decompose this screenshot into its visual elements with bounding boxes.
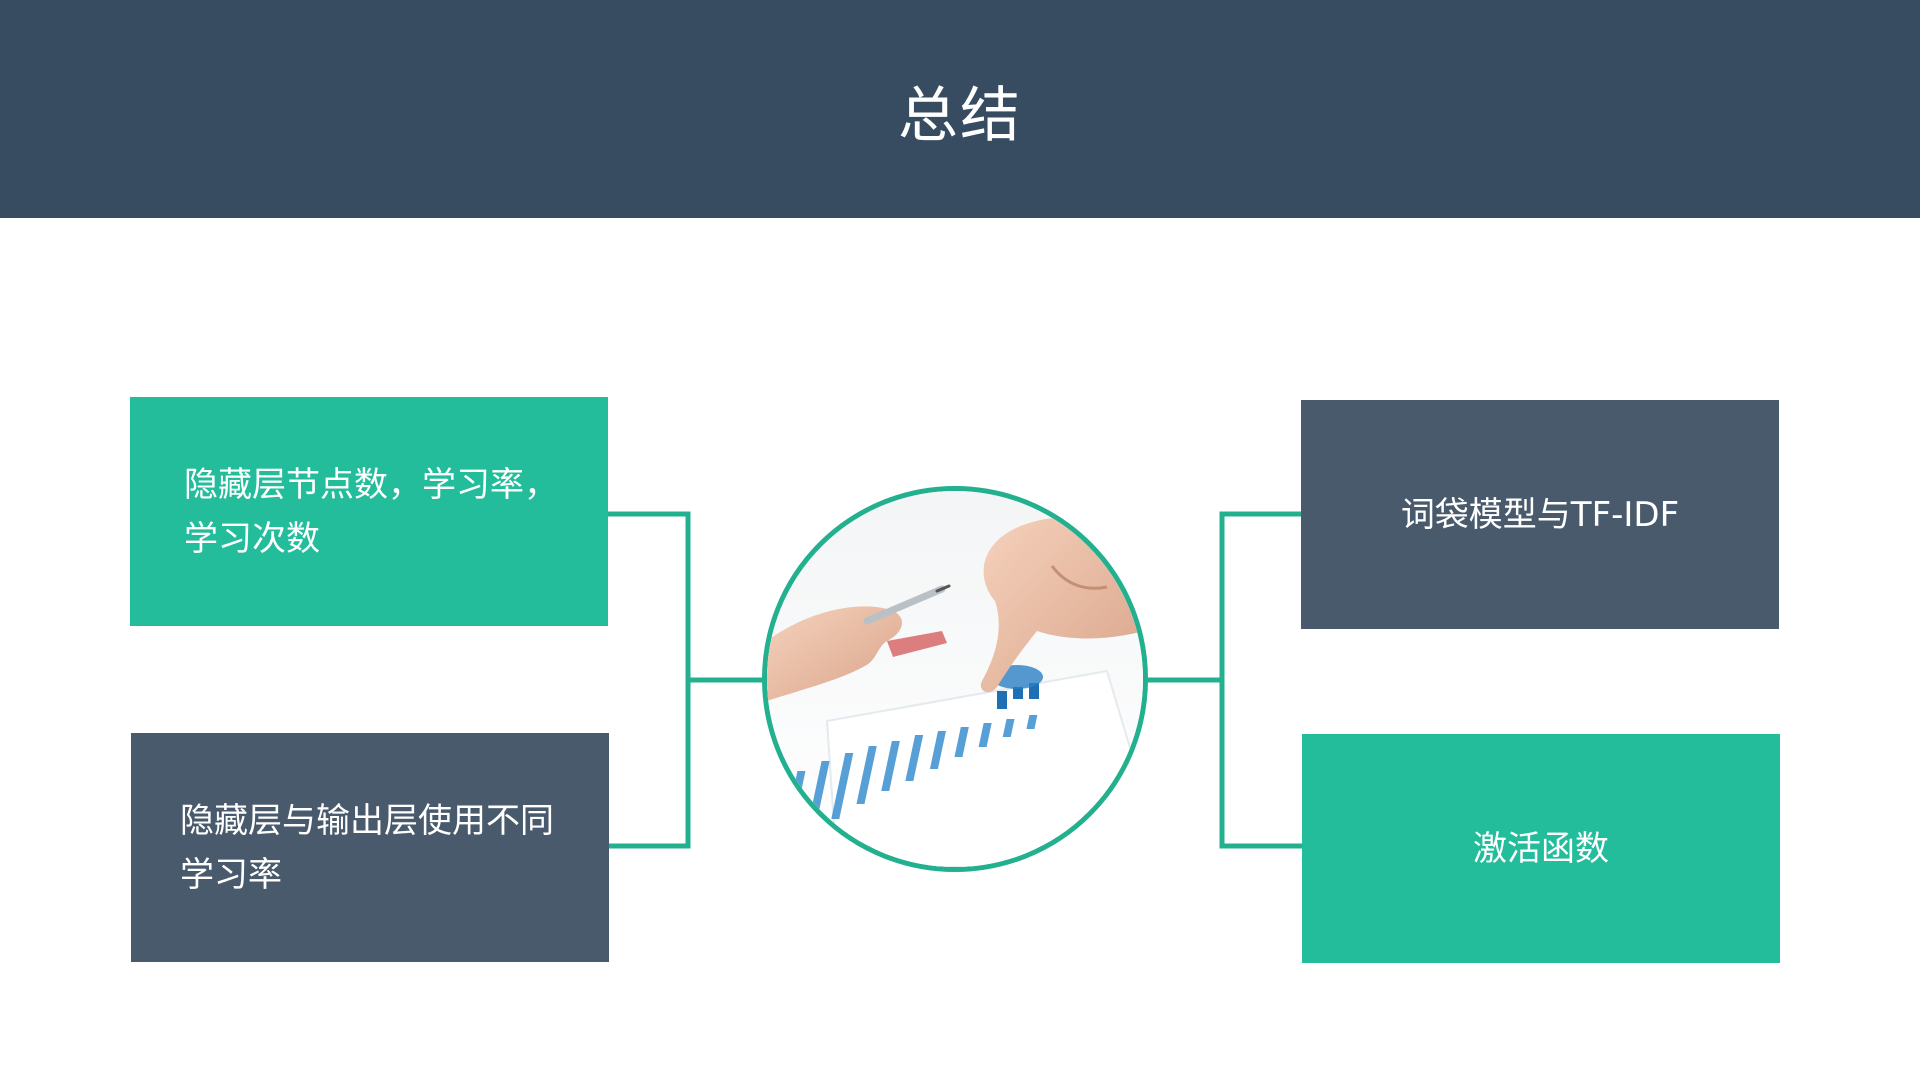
summary-box-learning-rates: 隐藏层与输出层使用不同学习率 [131,733,609,962]
header-bar: 总结 [0,0,1920,218]
slide-title: 总结 [898,81,1022,151]
summary-box-activation-text: 激活函数 [1473,828,1609,869]
summary-box-bag-of-words-text: 词袋模型与TF-IDF [1400,494,1680,535]
summary-box-hidden-nodes-text: 隐藏层节点数，学习率，学习次数 [184,464,558,559]
summary-box-bag-of-words: 词袋模型与TF-IDF [1301,400,1779,629]
summary-box-hidden-nodes: 隐藏层节点数，学习率，学习次数 [130,397,608,626]
analytics-photo-icon [762,486,1148,872]
summary-box-learning-rates-text: 隐藏层与输出层使用不同学习率 [180,800,554,895]
summary-box-activation: 激活函数 [1302,734,1780,963]
